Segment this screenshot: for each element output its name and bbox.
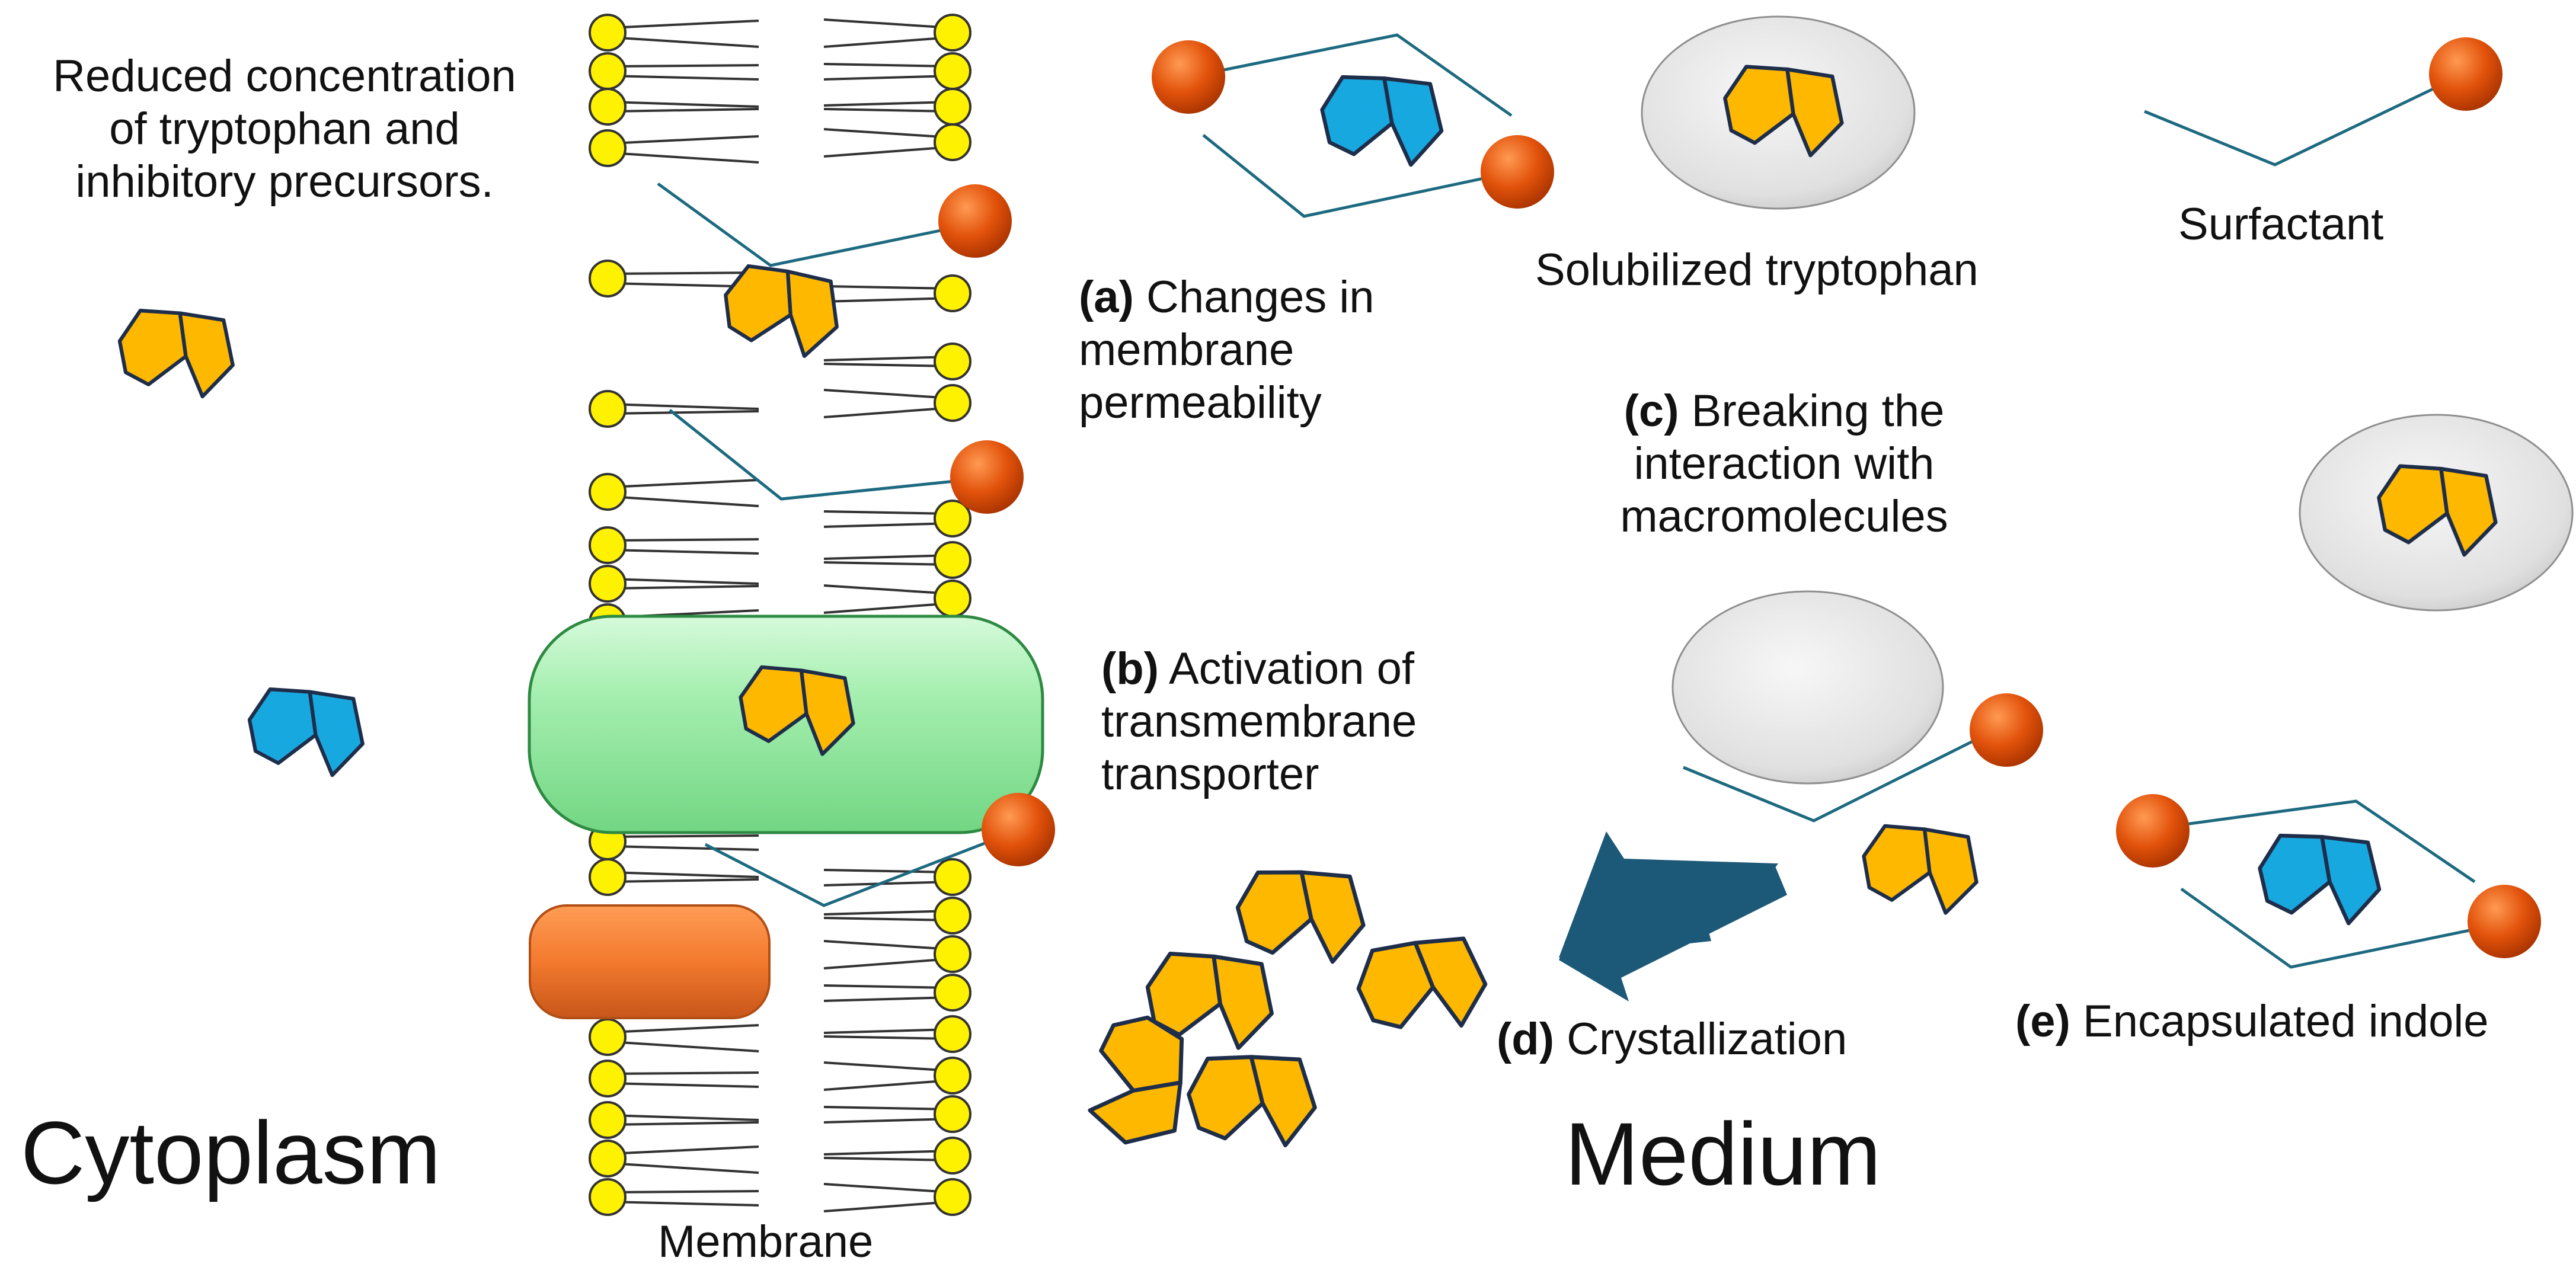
lipid-head: [934, 1178, 971, 1216]
tryptophan-molecule-icon: [717, 260, 846, 361]
lipid-head: [934, 123, 971, 161]
tryptophan-crystal: [1087, 868, 1490, 1148]
lipid-head: [934, 1057, 971, 1095]
arrow-icon: [1559, 866, 1787, 1001]
lipid-head: [934, 1015, 971, 1053]
lipid-head: [589, 1178, 627, 1216]
surfactant-label: Surfactant: [2178, 199, 2384, 249]
lipid-head: [589, 1018, 627, 1056]
lipid-head: [589, 526, 627, 564]
lipid-head: [589, 14, 627, 52]
lipid-head: [934, 580, 971, 617]
lipid-head: [934, 500, 971, 537]
lipid-head: [934, 897, 971, 935]
lipid-head: [589, 1060, 627, 1097]
micelle-icon: [1152, 33, 1554, 218]
surfactant-icon: [657, 182, 1012, 267]
lipid-head: [934, 274, 971, 312]
lipid-head: [589, 565, 627, 603]
lipid-head: [589, 1140, 627, 1177]
cytoplasm-label: Cytoplasm: [21, 1103, 441, 1202]
macromolecule-icon: [1671, 590, 2043, 917]
solubilized-tryptophan-label: Solubilized tryptophan: [1535, 245, 1979, 295]
lipid-head: [589, 390, 627, 428]
label-a: (a) Changes in membrane permeability: [1079, 272, 1375, 428]
label-e: (e) Encapsulated indole: [2015, 996, 2489, 1047]
lipid-head: [589, 858, 627, 896]
lipid-head: [589, 473, 627, 511]
micelle-icon: [2116, 794, 2541, 969]
lipid-head: [934, 1137, 971, 1175]
lipid-head: [589, 88, 627, 126]
label-c: (c) Breaking the interaction with macrom…: [1620, 386, 1948, 542]
indole-molecule-icon: [244, 684, 369, 779]
surfactant-icon: [2144, 37, 2503, 167]
lipid-head: [934, 52, 971, 90]
lipid-head: [589, 1101, 627, 1139]
lipid-head: [934, 935, 971, 973]
lipid-head: [934, 858, 971, 896]
medium-label: Medium: [1565, 1104, 1881, 1204]
lipid-head: [934, 88, 971, 126]
label-b: (b) Activation of transmembrane transpor…: [1101, 644, 1417, 799]
lipid-bilayer: [589, 14, 971, 1216]
micelle-icon: [1641, 15, 1916, 210]
lipid-head: [589, 260, 627, 297]
membrane-protein: [529, 904, 771, 1019]
label-d: (d) Crystallization: [1497, 1014, 1848, 1064]
lipid-head: [934, 974, 971, 1012]
lipid-head: [934, 1095, 971, 1133]
surfactant-icon: [669, 409, 1024, 514]
lipid-head: [589, 52, 627, 90]
lipid-head: [934, 541, 971, 579]
surfactant-icon: [704, 793, 1055, 907]
lipid-head: [934, 384, 971, 422]
membrane-label: Membrane: [658, 1217, 874, 1267]
lipid-head: [589, 129, 627, 167]
tryptophan-molecule-icon: [114, 305, 239, 400]
micelle-icon: [2299, 414, 2574, 612]
reduced-concentration-label: Reduced concentration of tryptophan and …: [53, 51, 516, 207]
lipid-head: [934, 343, 971, 380]
lipid-head: [934, 14, 971, 52]
